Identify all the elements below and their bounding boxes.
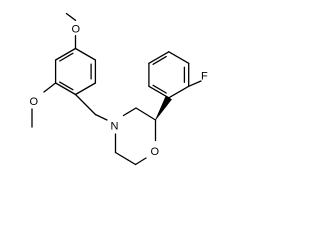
bond-ring-ch2 bbox=[74, 93, 97, 116]
atom-label-methoxy-left-O: O bbox=[30, 96, 39, 108]
stereo-wedge-bond bbox=[155, 95, 172, 121]
atom-label-amine-N: N bbox=[111, 121, 119, 133]
bond-top-methyl bbox=[65, 12, 77, 21]
bond-left-O-ring bbox=[43, 82, 57, 93]
morpholine-ring bbox=[114, 107, 157, 166]
structure-diagram: O O N O F bbox=[30, 12, 208, 166]
dimethoxyphenyl-ring bbox=[54, 47, 97, 96]
molecule-drawing: O O N O F bbox=[30, 12, 208, 166]
atom-label-methoxy-top-O: O bbox=[72, 24, 81, 36]
bond-C-F bbox=[188, 80, 202, 87]
bond-ch2-N bbox=[94, 113, 108, 121]
atom-label-fluoro-F: F bbox=[201, 71, 208, 83]
atom-label-ring-O: O bbox=[151, 146, 160, 158]
fluorophenyl-ring bbox=[148, 51, 190, 99]
